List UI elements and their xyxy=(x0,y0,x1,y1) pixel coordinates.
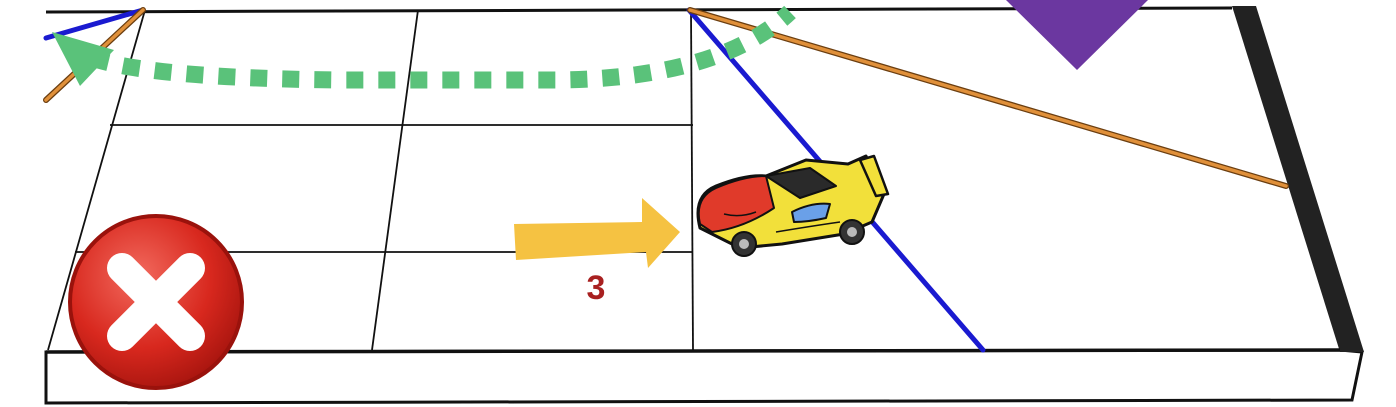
purple-triangle-icon xyxy=(1006,0,1148,70)
move-step-label: 3 xyxy=(586,269,606,307)
orange-lines xyxy=(43,7,1289,189)
board-side-wall xyxy=(1232,6,1364,352)
board-front-edge xyxy=(44,348,1364,405)
move-arrow xyxy=(514,198,680,268)
board-surface xyxy=(46,8,1340,352)
green-arrowhead-icon xyxy=(52,32,114,86)
wrong-x-icon xyxy=(68,214,244,390)
green-dotted-path xyxy=(89,5,796,89)
race-car-icon xyxy=(696,154,890,257)
